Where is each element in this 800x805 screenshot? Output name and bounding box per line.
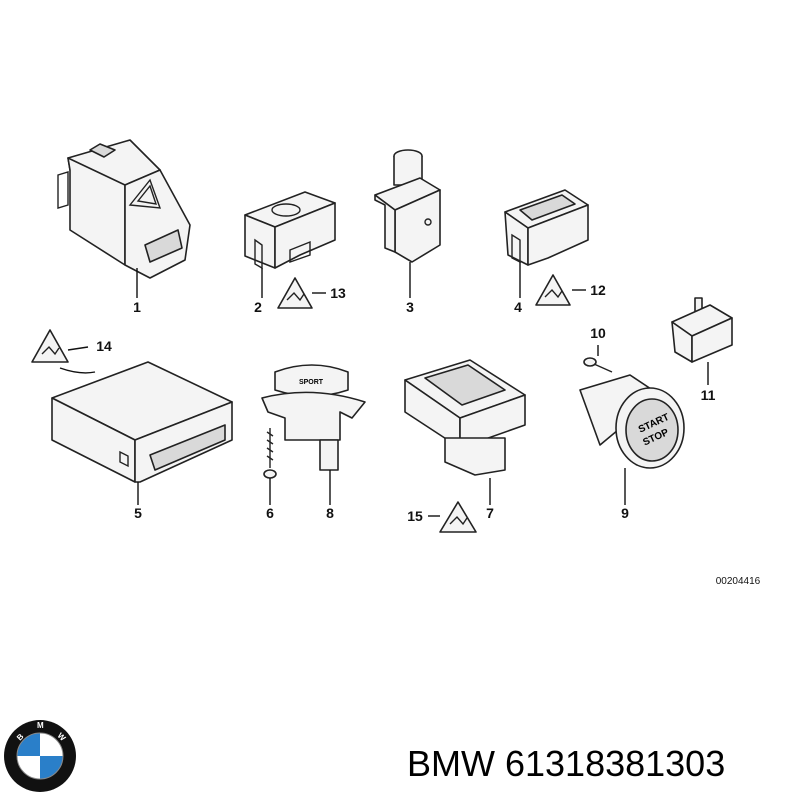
part-5-control-module	[51, 361, 233, 483]
part-6-screw	[263, 428, 277, 479]
part-9-start-stop-button: START STOP	[579, 374, 685, 469]
reference-code: 00204416	[716, 576, 761, 587]
part-4-rocker-switch	[504, 189, 589, 266]
callout-2: 2	[254, 299, 262, 315]
callout-9: 9	[621, 505, 629, 521]
svg-text:M: M	[37, 721, 44, 730]
warning-triangle-15	[439, 501, 477, 533]
leader-lines	[59, 262, 709, 517]
callout-6: 6	[266, 505, 274, 521]
callout-13: 13	[330, 285, 346, 301]
bmw-logo-icon: B M W	[4, 720, 76, 792]
callout-11: 11	[701, 387, 716, 403]
callout-12: 12	[590, 282, 606, 298]
svg-text:B: B	[15, 732, 26, 743]
part-7-window-switch	[404, 359, 526, 476]
callout-5: 5	[134, 505, 142, 521]
part-2-switch	[244, 191, 336, 270]
callout-10: 10	[590, 325, 606, 341]
callout-7: 7	[486, 505, 494, 521]
warning-triangle-14	[31, 329, 69, 363]
part-8-sport-switch: SPORT	[261, 364, 366, 471]
part-number-caption: BMW 61318381303	[407, 743, 725, 784]
callout-15: 15	[407, 508, 423, 524]
callout-3: 3	[406, 299, 414, 315]
warning-triangle-13	[277, 277, 313, 309]
part-10-screw	[583, 357, 613, 373]
callout-8: 8	[326, 505, 334, 521]
part-3-push-switch	[374, 149, 441, 263]
callout-4: 4	[514, 299, 522, 315]
part-11-switch	[671, 297, 733, 363]
warning-triangle-12	[535, 274, 571, 306]
part-1-hazard-switch	[57, 139, 191, 279]
sport-label: SPORT	[299, 379, 324, 386]
callout-1: 1	[133, 299, 141, 315]
callout-14: 14	[96, 338, 112, 354]
